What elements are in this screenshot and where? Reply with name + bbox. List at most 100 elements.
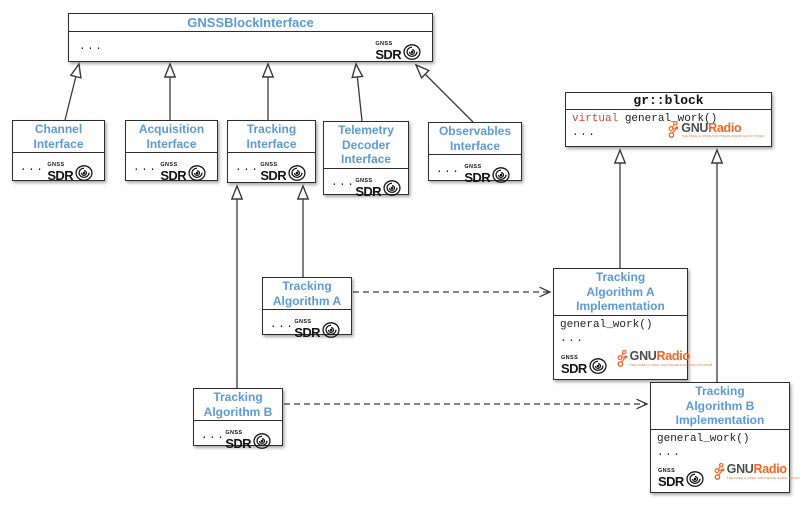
gnuradio-logo: GNURadio THE FREE & OPEN SOFTWARE RADIO … (668, 121, 764, 138)
gnss-sdr-main-label: SDR (47, 168, 73, 183)
node-tracking-algorithm-b: Tracking Algorithm B ... GNSS SDR (193, 388, 283, 450)
edge-telemetry-to-gnssblock (351, 62, 364, 122)
logo-row: GNSS SDR GNURadio THE FREE & OPEN SOFTWA… (658, 459, 800, 488)
gnuradio-tagline: THE FREE & OPEN SOFTWARE RADIO ECOSYSTEM (726, 475, 800, 480)
node-tracking-interface: Tracking Interface ... GNSS SDR (227, 120, 316, 183)
members-ellipsis: ... (79, 40, 104, 53)
gnss-sdr-top-label: GNSS (375, 41, 393, 47)
gnss-sdr-logo: GNSS SDR (225, 430, 272, 451)
gnss-sdr-main-label: SDR (375, 47, 401, 62)
gnuradio-nodes-icon (714, 462, 725, 480)
members-ellipsis: ... (436, 163, 461, 176)
gnss-sdr-main-label: SDR (464, 170, 490, 185)
sdr-spiral-icon (322, 321, 340, 338)
gnss-sdr-logo: GNSS SDR (561, 355, 608, 376)
node-acquisition-interface: Acquisition Interface ... GNSS SDR (125, 120, 218, 183)
node-gr-block: gr::block virtual general_work() ... GNU… (565, 92, 772, 147)
gnss-sdr-top-label: GNSS (160, 162, 178, 168)
gnuradio-tagline: THE FREE & OPEN SOFTWARE RADIO ECOSYSTEM (681, 134, 764, 138)
gnss-sdr-top-label: GNSS (294, 319, 312, 325)
sdr-spiral-icon (288, 164, 306, 181)
node-tracking-algorithm-b-implementation: Tracking Algorithm B Implementation gene… (650, 382, 800, 493)
gnss-sdr-logo: GNSS SDR (294, 319, 341, 339)
sdr-spiral-icon (492, 166, 510, 183)
sdr-spiral-icon (686, 470, 704, 487)
node-title: Tracking Algorithm A (263, 278, 351, 310)
node-title: Observables Interface (429, 123, 521, 155)
node-title: Tracking Algorithm A Implementation (554, 269, 687, 316)
gnss-sdr-top-label: GNSS (355, 177, 373, 184)
sdr-spiral-icon (253, 432, 271, 449)
gnss-sdr-top-label: GNSS (658, 468, 676, 474)
gnss-sdr-main-label: SDR (160, 168, 186, 183)
gnss-sdr-wordmark: GNSS SDR (355, 177, 381, 199)
gnuradio-gnu-label: GNU (726, 462, 754, 476)
method-signature: general_work() (560, 318, 653, 331)
gnss-sdr-top-label: GNSS (561, 355, 579, 361)
gnuradio-radio-label: Radio (708, 120, 742, 135)
members-ellipsis: ... (20, 161, 45, 174)
gnuradio-wordmark: GNURadio (727, 463, 800, 476)
node-title: Tracking Algorithm B Implementation (651, 383, 789, 430)
node-title: Channel Interface (13, 121, 104, 153)
gnuradio-gnu-label: GNU (681, 120, 709, 135)
gnuradio-radio-label: Radio (656, 349, 691, 363)
gnss-sdr-logo: GNSS SDR (260, 162, 307, 183)
gnss-sdr-top-label: GNSS (225, 430, 243, 436)
members-ellipsis: ... (572, 127, 597, 139)
gnss-sdr-top-label: GNSS (464, 164, 482, 170)
sdr-spiral-icon (403, 43, 421, 60)
gnuradio-radio-label: Radio (753, 462, 788, 476)
edge-observables-to-gnssblock (414, 63, 474, 123)
method-signature: virtual general_work() (572, 113, 717, 125)
gnss-sdr-wordmark: GNSS SDR (464, 164, 490, 185)
node-tracking-algorithm-a-implementation: Tracking Algorithm A Implementation gene… (553, 268, 712, 380)
gnss-sdr-wordmark: GNSS SDR (294, 319, 320, 339)
gnss-sdr-wordmark: GNSS SDR (47, 162, 73, 183)
members-ellipsis: ... (133, 161, 158, 174)
gnss-sdr-logo: GNSS SDR (355, 177, 402, 199)
sdr-spiral-icon (75, 164, 93, 181)
edge-channel-to-gnssblock (64, 62, 82, 121)
members-ellipsis: ... (560, 332, 585, 345)
gnss-sdr-main-label: SDR (260, 168, 286, 183)
gnss-sdr-wordmark: GNSS SDR (561, 355, 587, 376)
gnss-sdr-logo: GNSS SDR (375, 41, 422, 62)
node-gnss-block-interface: GNSSBlockInterface ... GNSS SDR (68, 13, 433, 62)
gnss-sdr-wordmark: GNSS SDR (160, 162, 186, 183)
gnss-sdr-top-label: GNSS (47, 162, 65, 168)
node-title: Tracking Interface (228, 121, 315, 153)
gnss-sdr-top-label: GNSS (260, 162, 278, 168)
general-work-method: general_work() (624, 113, 718, 125)
node-title: gr::block (566, 93, 771, 110)
gnuradio-wordmark: GNURadio (681, 120, 764, 135)
gnss-sdr-logo: GNSS SDR (658, 468, 705, 489)
members-ellipsis: ... (201, 429, 226, 442)
node-title: Telemetry Decoder Interface (324, 122, 408, 169)
gnss-sdr-main-label: SDR (561, 361, 587, 376)
node-title: Tracking Algorithm B (194, 389, 282, 421)
method-signature: general_work() (657, 432, 750, 445)
gnss-sdr-wordmark: GNSS SDR (260, 162, 286, 183)
node-tracking-algorithm-a: Tracking Algorithm A ... GNSS SDR (262, 277, 352, 339)
node-telemetry-decoder-interface: Telemetry Decoder Interface ... GNSS SDR (323, 121, 409, 199)
gnss-sdr-main-label: SDR (225, 436, 251, 451)
members-ellipsis: ... (235, 161, 260, 174)
gnss-sdr-main-label: SDR (355, 183, 381, 199)
sdr-spiral-icon (589, 357, 607, 374)
gnss-sdr-logo: GNSS SDR (464, 164, 511, 185)
gnuradio-gnu-label: GNU (629, 349, 657, 363)
gnuradio-wordmark: GNURadio (630, 350, 713, 363)
gnuradio-tagline: THE FREE & OPEN SOFTWARE RADIO ECOSYSTEM (629, 362, 713, 367)
gnss-sdr-wordmark: GNSS SDR (225, 430, 251, 451)
gnss-sdr-logo: GNSS SDR (160, 162, 207, 183)
members-ellipsis: ... (270, 318, 295, 331)
gnuradio-nodes-icon (668, 121, 679, 138)
sdr-spiral-icon (383, 180, 401, 196)
gnuradio-logo: GNURadio THE FREE & OPEN SOFTWARE RADIO … (714, 462, 800, 480)
members-ellipsis: ... (657, 446, 682, 459)
gnss-sdr-main-label: SDR (658, 474, 684, 489)
virtual-keyword: virtual (572, 113, 619, 125)
members-ellipsis: ... (331, 177, 356, 189)
gnss-sdr-wordmark: GNSS SDR (375, 41, 401, 62)
